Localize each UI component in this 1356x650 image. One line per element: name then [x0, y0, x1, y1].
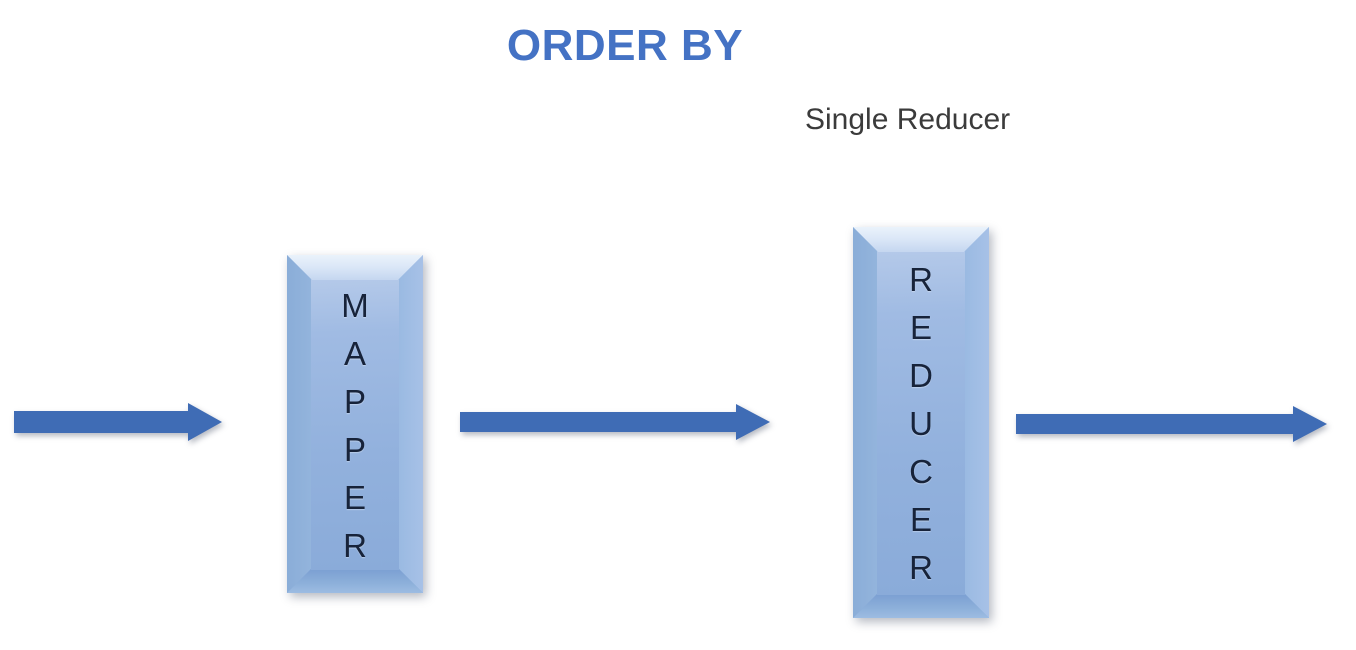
reducer-box-left-bevel	[853, 227, 877, 618]
reducer-box-label: R E D U C E R	[909, 256, 933, 592]
reducer-letter: E	[909, 501, 932, 538]
mapper-box-top-bevel	[287, 255, 423, 281]
mapper-box-bottom-bevel	[287, 569, 423, 593]
mapper-to-reducer-arrow-shape	[460, 404, 770, 440]
mapper-letter: P	[343, 382, 366, 420]
reducer-letter: R	[909, 261, 933, 298]
input-arrow-shape	[14, 403, 222, 441]
mapper-box-face: M A P P E R	[311, 280, 399, 570]
mapper-letter: M	[341, 286, 369, 324]
mapper-letter: R	[343, 526, 367, 564]
output-arrow-shape	[1016, 406, 1327, 442]
mapper-letter: A	[343, 334, 366, 372]
mapper-letter: E	[343, 478, 366, 516]
reducer-letter: D	[909, 357, 933, 394]
reducer-box: R E D U C E R	[853, 227, 989, 618]
reducer-box-right-bevel	[965, 227, 989, 618]
mapper-box: M A P P E R	[287, 255, 423, 593]
reducer-box-face: R E D U C E R	[877, 252, 965, 595]
mapper-letter: P	[343, 430, 366, 468]
mapper-box-label: M A P P E R	[341, 281, 369, 569]
reducer-box-bottom-bevel	[853, 594, 989, 618]
mapper-box-right-bevel	[399, 255, 423, 593]
reducer-box-top-bevel	[853, 227, 989, 253]
reducer-letter: C	[909, 453, 933, 490]
mapper-box-left-bevel	[287, 255, 311, 593]
input-arrow	[14, 403, 222, 441]
single-reducer-caption: Single Reducer	[805, 103, 1011, 136]
page-title: ORDER BY	[506, 21, 744, 70]
mapper-to-reducer-arrow	[460, 404, 770, 440]
reducer-letter: E	[909, 309, 932, 346]
reducer-letter: R	[909, 549, 933, 586]
reducer-letter: U	[909, 405, 933, 442]
output-arrow	[1016, 406, 1327, 442]
